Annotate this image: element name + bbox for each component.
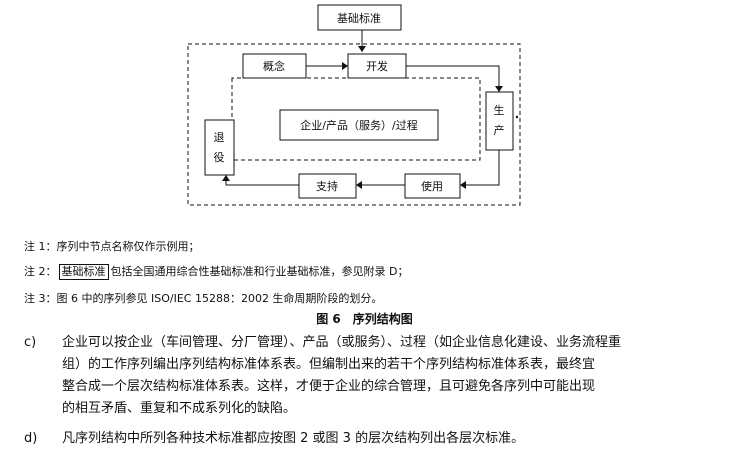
node-use: 使用 — [404, 173, 461, 199]
figure-caption: 图 6 序列结构图 — [316, 312, 413, 326]
note-prefix: 注 3： — [24, 292, 57, 305]
produce-char-1: 生 — [494, 103, 505, 117]
svg-text:使用: 使用 — [421, 180, 443, 193]
node-center: 企业/产品（服务）/过程 — [279, 109, 439, 141]
inner-dashed-loop — [231, 77, 481, 161]
svg-text:开发: 开发 — [366, 59, 388, 73]
note-prefix: 注 2： — [24, 265, 57, 278]
paragraph-line: 组）的工作序列编出序列结构标准体系表。但编制出来的若干个序列结构标准体系表，最终… — [62, 357, 596, 372]
note-prefix: 注 1： — [24, 240, 57, 253]
node-retire: 退 役 — [204, 119, 235, 176]
dot-marker — [515, 115, 519, 119]
svg-text:概念: 概念 — [263, 59, 285, 73]
item-marker: d) — [24, 431, 38, 446]
connector-lines — [225, 30, 500, 186]
paragraph-line: 整合成一个层次结构标准体系表。这样，才便于企业的综合管理，且可避免各序列中可能出… — [62, 379, 596, 394]
note-1: 注 1：序列中节点名称仅作示例用； — [24, 238, 200, 254]
arrowheads — [222, 46, 503, 189]
paragraph-body: 企业可以按企业（车间管理、分厂管理）、产品（或服务）、过程（如企业信息化建设、业… — [62, 332, 712, 420]
sequence-structure-diagram: 基础标准 概念 开发 生 产 企业/产品（服务）/过程 退 役 支持 — [187, 4, 521, 206]
node-produce: 生 产 — [485, 91, 514, 151]
paragraph-body: 凡序列结构中所列各种技术标准都应按图 2 或图 3 的层次结构列出各层次标准。 — [62, 428, 712, 450]
paragraph-line: 的相互矛盾、重复和不成系列化的缺陷。 — [62, 401, 297, 416]
note-2: 注 2：基础标准包括全国通用综合性基础标准和行业基础标准，参见附录 D； — [24, 263, 408, 280]
node-develop: 开发 — [347, 53, 407, 79]
produce-char-2: 产 — [494, 123, 505, 137]
note-text: 图 6 中的序列参见 ISO/IEC 15288：2002 生命周期阶段的划分。 — [56, 292, 383, 305]
node-basic-standard: 基础标准 — [317, 4, 402, 31]
paragraph-line: 凡序列结构中所列各种技术标准都应按图 2 或图 3 的层次结构列出各层次标准。 — [62, 431, 525, 446]
retire-char-1: 退 — [214, 131, 225, 144]
note-3: 注 3：图 6 中的序列参见 ISO/IEC 15288：2002 生命周期阶段… — [24, 290, 382, 306]
note-boxed-term: 基础标准 — [58, 264, 109, 280]
note-text: 包括全国通用综合性基础标准和行业基础标准，参见附录 D； — [110, 265, 409, 278]
node-support: 支持 — [298, 173, 357, 199]
item-marker: c) — [24, 335, 37, 350]
retire-char-2: 役 — [214, 150, 225, 164]
outer-dashed-frame — [187, 43, 521, 206]
svg-text:支持: 支持 — [316, 179, 338, 193]
svg-text:基础标准: 基础标准 — [337, 11, 381, 25]
note-text: 序列中节点名称仅作示例用； — [56, 240, 200, 253]
paragraph-line: 企业可以按企业（车间管理、分厂管理）、产品（或服务）、过程（如企业信息化建设、业… — [62, 335, 622, 350]
node-concept: 概念 — [242, 53, 307, 79]
svg-text:企业/产品（服务）/过程: 企业/产品（服务）/过程 — [300, 118, 417, 132]
